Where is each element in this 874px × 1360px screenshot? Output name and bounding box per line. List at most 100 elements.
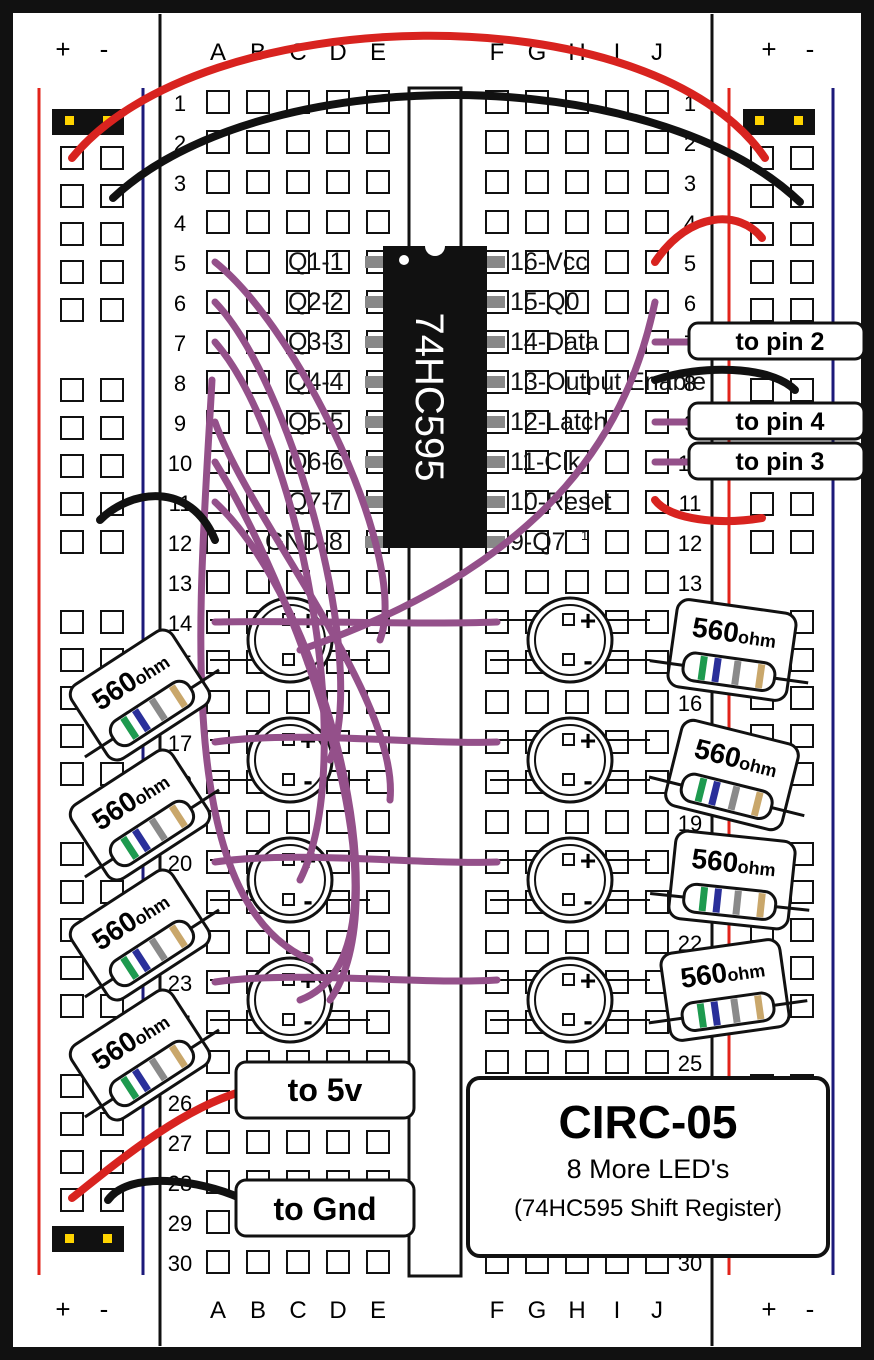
breadboard-hole (750, 260, 774, 284)
circuit-info-box: CIRC-05 8 More LED's (74HC595 Shift Regi… (466, 1076, 830, 1258)
breadboard-hole (60, 648, 84, 672)
signal-wire (197, 376, 314, 964)
row-number: 8 (684, 371, 696, 396)
breadboard-hole (790, 260, 814, 284)
breadboard-hole (790, 492, 814, 516)
row-number: 16 (678, 691, 702, 716)
breadboard-hole (100, 222, 124, 246)
row-number: 1 (174, 91, 186, 116)
led: +- (490, 956, 650, 1044)
column-label: G (528, 1297, 547, 1324)
column-label: E (370, 39, 386, 66)
svg-text:+: + (580, 725, 596, 756)
chip-pin (365, 296, 385, 308)
power-wire (651, 215, 766, 266)
chip-pin (485, 336, 505, 348)
chip-body (383, 246, 487, 548)
breadboard-hole (485, 130, 509, 154)
breadboard-hole (326, 250, 350, 274)
resistor: 560ohm (68, 988, 220, 1122)
breadboard-hole (100, 416, 124, 440)
breadboard-hole (286, 690, 310, 714)
breadboard-hole (645, 690, 669, 714)
breadboard-hole (790, 222, 814, 246)
breadboard-hole (525, 530, 549, 554)
breadboard-hole (485, 1050, 509, 1074)
rail-header-top-right (743, 109, 815, 135)
chip-pin (365, 456, 385, 468)
ground-wire (104, 1176, 244, 1204)
breadboard-hole (246, 90, 270, 114)
breadboard-hole (60, 184, 84, 208)
breadboard-hole (286, 1130, 310, 1154)
breadboard-hole (750, 378, 774, 402)
breadboard-hole (790, 724, 814, 748)
signal-wire (296, 298, 659, 654)
breadboard-hole (60, 1112, 84, 1136)
column-label: J (651, 39, 663, 66)
resistor: 560ohm (68, 868, 220, 1002)
breadboard-hole (565, 290, 589, 314)
breadboard-hole (750, 184, 774, 208)
breadboard-hole (366, 650, 390, 674)
breadboard-hole (60, 956, 84, 980)
breadboard-hole (60, 842, 84, 866)
rail-plus-label: + (761, 1294, 776, 1324)
chip-pin-label: 15-Q0 (510, 288, 579, 316)
breadboard-hole (246, 690, 270, 714)
breadboard-hole (790, 530, 814, 554)
breadboard-hole (485, 690, 509, 714)
chip-pin (365, 336, 385, 348)
breadboard-hole (485, 1010, 509, 1034)
breadboard-hole (565, 810, 589, 834)
breadboard-hole (286, 250, 310, 274)
resistor: 560ohm (68, 628, 220, 762)
chip-pin (485, 296, 505, 308)
column-label: C (289, 1297, 306, 1324)
breadboard-hole (246, 1250, 270, 1274)
breadboard-hole (246, 450, 270, 474)
chip-pin-label: Q3-3 (288, 328, 344, 356)
breadboard-hole (286, 130, 310, 154)
breadboard-hole (605, 530, 629, 554)
to-gnd-label: to Gnd (273, 1191, 376, 1227)
breadboard-hole (286, 170, 310, 194)
breadboard-hole (525, 450, 549, 474)
breadboard-hole (485, 570, 509, 594)
chip-pin-label: 14-Data (510, 328, 599, 356)
row-number: 30 (168, 1251, 192, 1276)
breadboard-hole (645, 930, 669, 954)
breadboard-hole (246, 170, 270, 194)
breadboard-hole (366, 1250, 390, 1274)
breadboard-hole (246, 130, 270, 154)
column-label: E (370, 1297, 386, 1324)
row-number: 6 (684, 291, 696, 316)
power-wires (68, 31, 769, 1202)
breadboard-hole (60, 378, 84, 402)
row-number: 5 (174, 251, 186, 276)
chip-notch (425, 246, 445, 256)
chip-pin (485, 256, 505, 268)
breadboard-hole (565, 130, 589, 154)
breadboard-hole (605, 490, 629, 514)
breadboard-hole (326, 170, 350, 194)
breadboard-hole (246, 930, 270, 954)
svg-text:-: - (303, 885, 312, 916)
svg-text:-: - (303, 1005, 312, 1036)
row-number: 3 (684, 171, 696, 196)
chip-pin (365, 416, 385, 428)
breadboard-hole (366, 130, 390, 154)
chip-pin-label: 12-Latch (510, 408, 607, 436)
column-label: F (490, 39, 505, 66)
row-number: 12 (678, 531, 702, 556)
breadboard-hole (286, 290, 310, 314)
row-number: 17 (168, 731, 192, 756)
resistor: 560ohm (649, 829, 810, 931)
breadboard-hole (485, 210, 509, 234)
chip-pin-label: Q2-2 (288, 288, 344, 316)
breadboard-hole (565, 530, 589, 554)
rail-minus-label: - (100, 34, 109, 64)
breadboard-hole (645, 730, 669, 754)
chip-notch-dot (399, 255, 409, 265)
